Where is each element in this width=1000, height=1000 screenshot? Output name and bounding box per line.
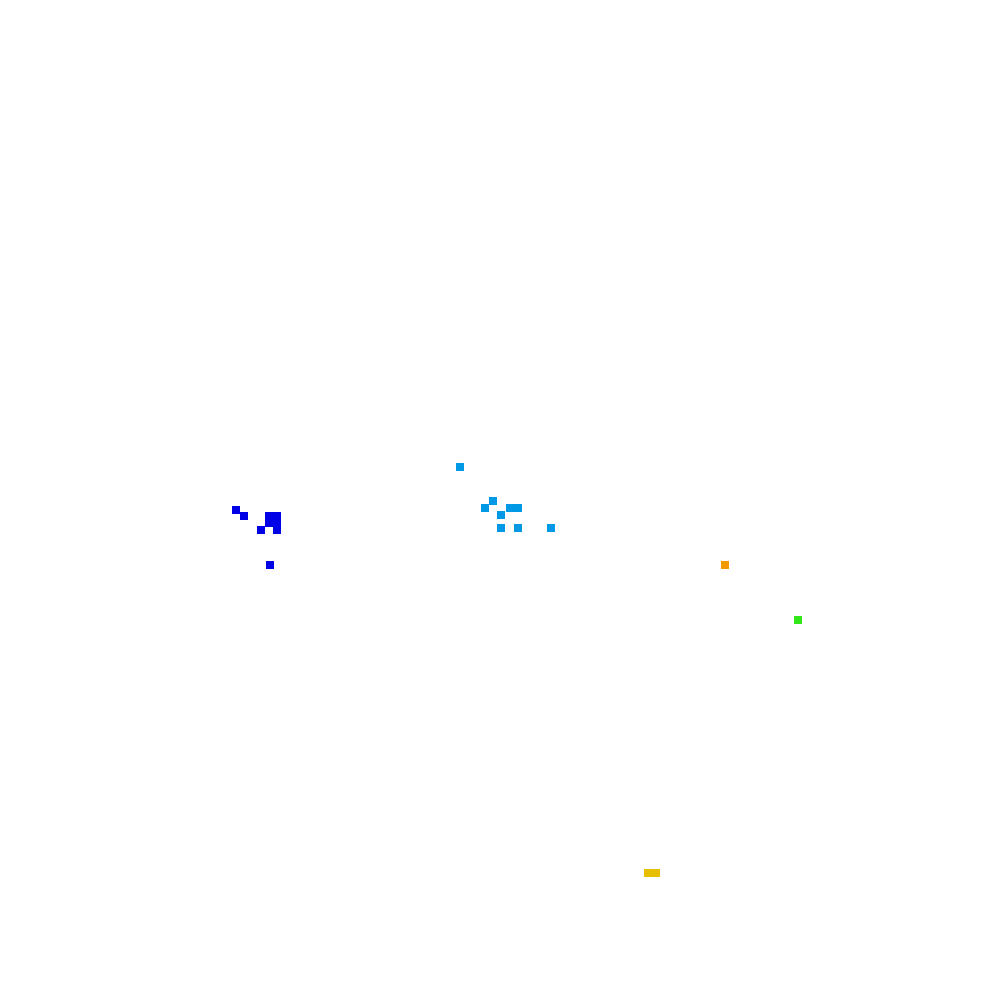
scatter-point-1-2 xyxy=(481,504,489,512)
scatter-point-1-8 xyxy=(547,524,555,532)
scatter-point-4-0 xyxy=(644,869,652,877)
scatter-point-2-0 xyxy=(721,561,729,569)
scatter-point-0-5 xyxy=(265,519,273,527)
series-4 xyxy=(644,869,660,877)
scatter-point-1-6 xyxy=(497,524,505,532)
scatter-point-4-1 xyxy=(652,869,660,877)
scatter-point-0-6 xyxy=(273,519,281,527)
scatter-point-1-7 xyxy=(514,524,522,532)
scatter-point-0-0 xyxy=(232,506,240,514)
scatter-point-0-1 xyxy=(240,512,248,520)
scatter-point-1-4 xyxy=(514,504,522,512)
scatter-point-0-8 xyxy=(266,561,274,569)
series-0 xyxy=(232,506,281,569)
series-2 xyxy=(721,561,729,569)
scatter-point-0-2 xyxy=(257,526,265,534)
series-1 xyxy=(456,463,555,532)
scatter-point-0-3 xyxy=(265,512,273,520)
scatter-point-1-1 xyxy=(489,497,497,505)
scatter-point-3-0 xyxy=(794,616,802,624)
scatter-point-0-4 xyxy=(273,512,281,520)
scatter-point-0-7 xyxy=(273,526,281,534)
scatter-point-1-0 xyxy=(456,463,464,471)
scatter-point-1-3 xyxy=(506,504,514,512)
series-3 xyxy=(794,616,802,624)
scatter-point-1-5 xyxy=(497,511,505,519)
